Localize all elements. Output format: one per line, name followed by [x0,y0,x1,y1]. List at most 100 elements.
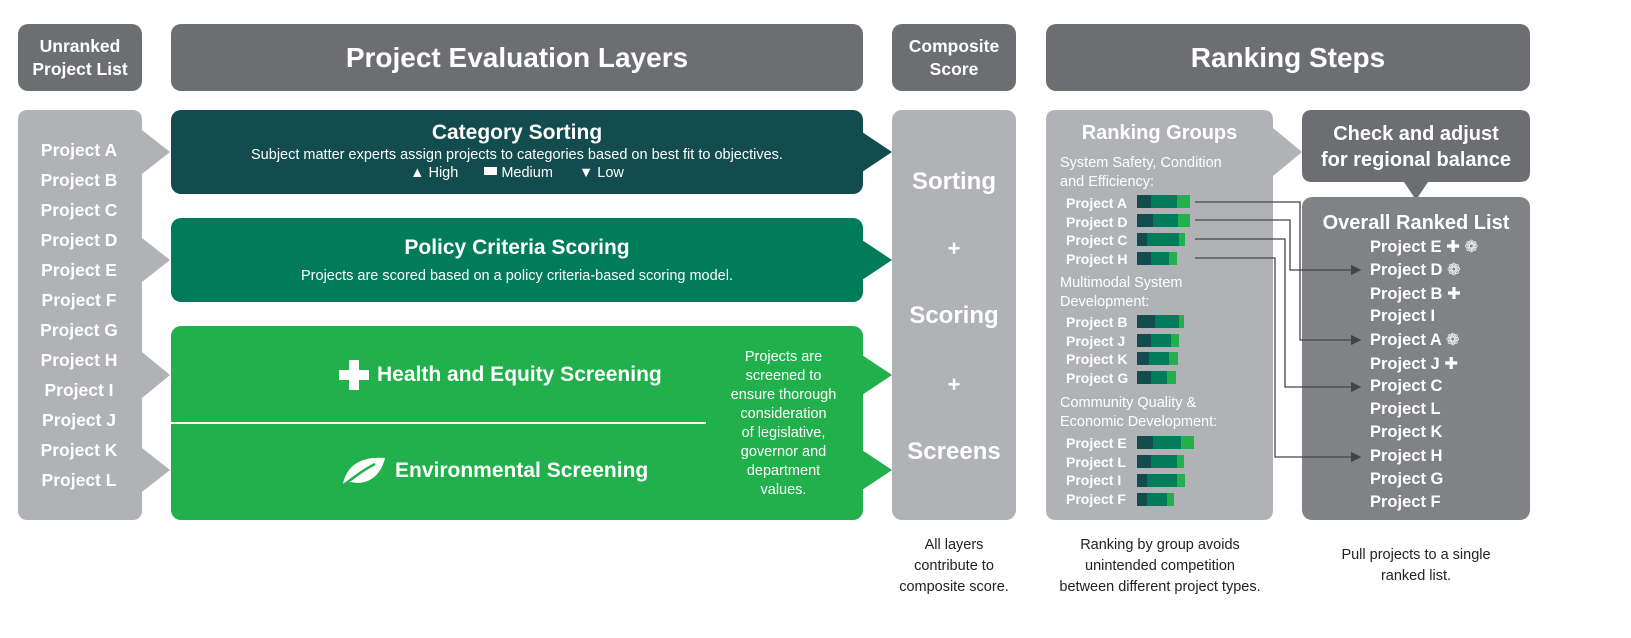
group-project-item: Project E [1066,435,1127,451]
category-sorting-layer: Category Sorting Subject matter experts … [171,110,863,194]
screening-divider [171,422,706,424]
composite-score-header: Composite Score [892,24,1016,91]
screening-layer: Health and Equity Screening Environmenta… [171,326,863,520]
group-project-item: Project C [1066,232,1128,248]
composite-screens: Screens [907,438,1001,465]
screen-note: Projects are screened to ensure thorough… [730,349,837,498]
category-sorting-desc: Subject matter experts assign projects t… [251,147,783,163]
leaf-icon [340,457,385,488]
policy-criteria-title: Policy Criteria Scoring [404,236,630,259]
composite-caption: All layers contribute to composite score… [899,537,1009,595]
ranked-item: Project L [1370,400,1441,418]
check-line2: for regional balance [1320,149,1512,171]
score-bar [1137,436,1194,449]
group-project-item: Project J [1066,332,1126,349]
leaf-icon: ❁ [1464,238,1479,256]
unranked-project-item: Project A [40,140,118,160]
ranked-item: Project A ❁ [1370,331,1460,349]
overall-panel-shape [1302,197,1530,520]
score-bars [1137,195,1194,506]
group-project-item: Project B [1066,314,1128,330]
group-project-item: Project A [1066,195,1127,211]
score-bar [1137,493,1174,506]
composite-sorting: Sorting [912,168,996,195]
group-project-item: Project D [1066,213,1128,230]
evaluation-layers-header: Project Evaluation Layers [171,24,863,91]
score-bar [1137,352,1178,365]
unranked-project-item: Project G [40,320,118,340]
unranked-project-item: Project H [40,350,118,370]
plus-icon: ✚ [1444,355,1459,373]
ranked-item: Project B ✚ [1370,285,1461,303]
group-project-item: Project H [1066,250,1128,267]
ranked-item: Project H [1370,447,1443,465]
score-bar [1137,214,1190,227]
plus-icon: ✚ [1446,238,1460,256]
triangle-up-icon: ▲ [410,165,425,181]
overall-ranked-panel: Overall Ranked List Project E ✚ ❁ Projec… [1302,197,1530,520]
connector-c [1195,238,1362,393]
ranking-groups-title: Ranking Groups [1081,122,1238,144]
score-bar [1137,252,1177,265]
group-project-item: Project I [1066,472,1122,488]
unranked-list-header: Unranked Project List [18,24,142,91]
composite-scoring: Scoring [909,302,999,329]
unranked-project-item: Project C [40,200,118,220]
unranked-project-item: Project E [41,260,117,280]
environmental-title: Environmental Screening [395,459,649,482]
ranking-groups-panel: Ranking Groups System Safety, Condition … [1046,110,1273,520]
composite-plus-2: + [947,372,961,397]
unranked-project-item: Project F [41,290,117,310]
environmental-arrow [862,450,892,490]
group-project-item: Project K [1066,351,1128,367]
group-label-community: Community Quality & Economic Development… [1060,395,1218,430]
group-project-list: Project B Project J Project K Project G [1066,313,1128,387]
ranked-item: Project J ✚ [1370,355,1459,373]
group-project-list: Project A Project D Project C Project H [1066,194,1127,268]
check-adjust-box: Check and adjust for regional balance [1302,110,1530,182]
overall-caption: Pull projects to a single ranked list. [1341,547,1491,584]
unranked-project-item: Project L [41,470,117,490]
check-line1: Check and adjust [1333,123,1499,145]
category-arrow [862,132,892,172]
health-arrow [862,355,892,395]
priority-legend: ▲ High Medium ▼ Low [171,165,863,181]
score-bar [1137,233,1185,246]
group-project-item: Project G [1066,369,1129,386]
ranked-item: Project E ✚ ❁ [1370,238,1479,256]
group-project-item: Project L [1066,453,1126,470]
ranked-item: Project I [1370,307,1436,325]
score-bar [1137,195,1190,208]
unranked-panel-shape [18,110,170,520]
overall-ranked-title: Overall Ranked List [1322,212,1510,234]
ranked-item: Project G [1370,470,1444,488]
unranked-project-list: Project A Project B Project C Project D … [18,110,140,520]
group-project-item: Project F [1066,490,1126,507]
leaf-icon: ❁ [1445,331,1460,349]
plus-icon [339,360,369,390]
leaf-icon: ❁ [1447,261,1461,279]
policy-criteria-desc: Projects are scored based on a policy cr… [301,268,733,284]
health-equity-row: Health and Equity Screening [339,360,662,390]
legend-medium: Medium [484,165,553,181]
connector-a [1195,201,1362,346]
triangle-down-icon: ▼ [578,165,594,181]
unranked-project-item: Project I [44,380,114,400]
connector-lines [1195,201,1362,463]
policy-criteria-layer: Policy Criteria Scoring Projects are sco… [171,218,863,302]
composite-panel-shape [892,110,1016,520]
ranked-item: Project C [1370,377,1443,395]
environmental-row: Environmental Screening [339,454,648,488]
composite-header-line1: Composite [908,35,1000,56]
unranked-project-item: Project J [42,410,116,430]
check-box-shape [1302,110,1530,200]
category-sorting-title: Category Sorting [431,121,603,144]
composite-plus-1: + [947,236,961,261]
plus-icon: ✚ [1447,285,1461,303]
evaluation-layers-title: Project Evaluation Layers [345,41,689,73]
composite-score-panel: Sorting + Scoring + Screens [892,110,1016,520]
unranked-project-item: Project D [40,230,118,250]
unranked-project-item: Project B [40,170,118,190]
